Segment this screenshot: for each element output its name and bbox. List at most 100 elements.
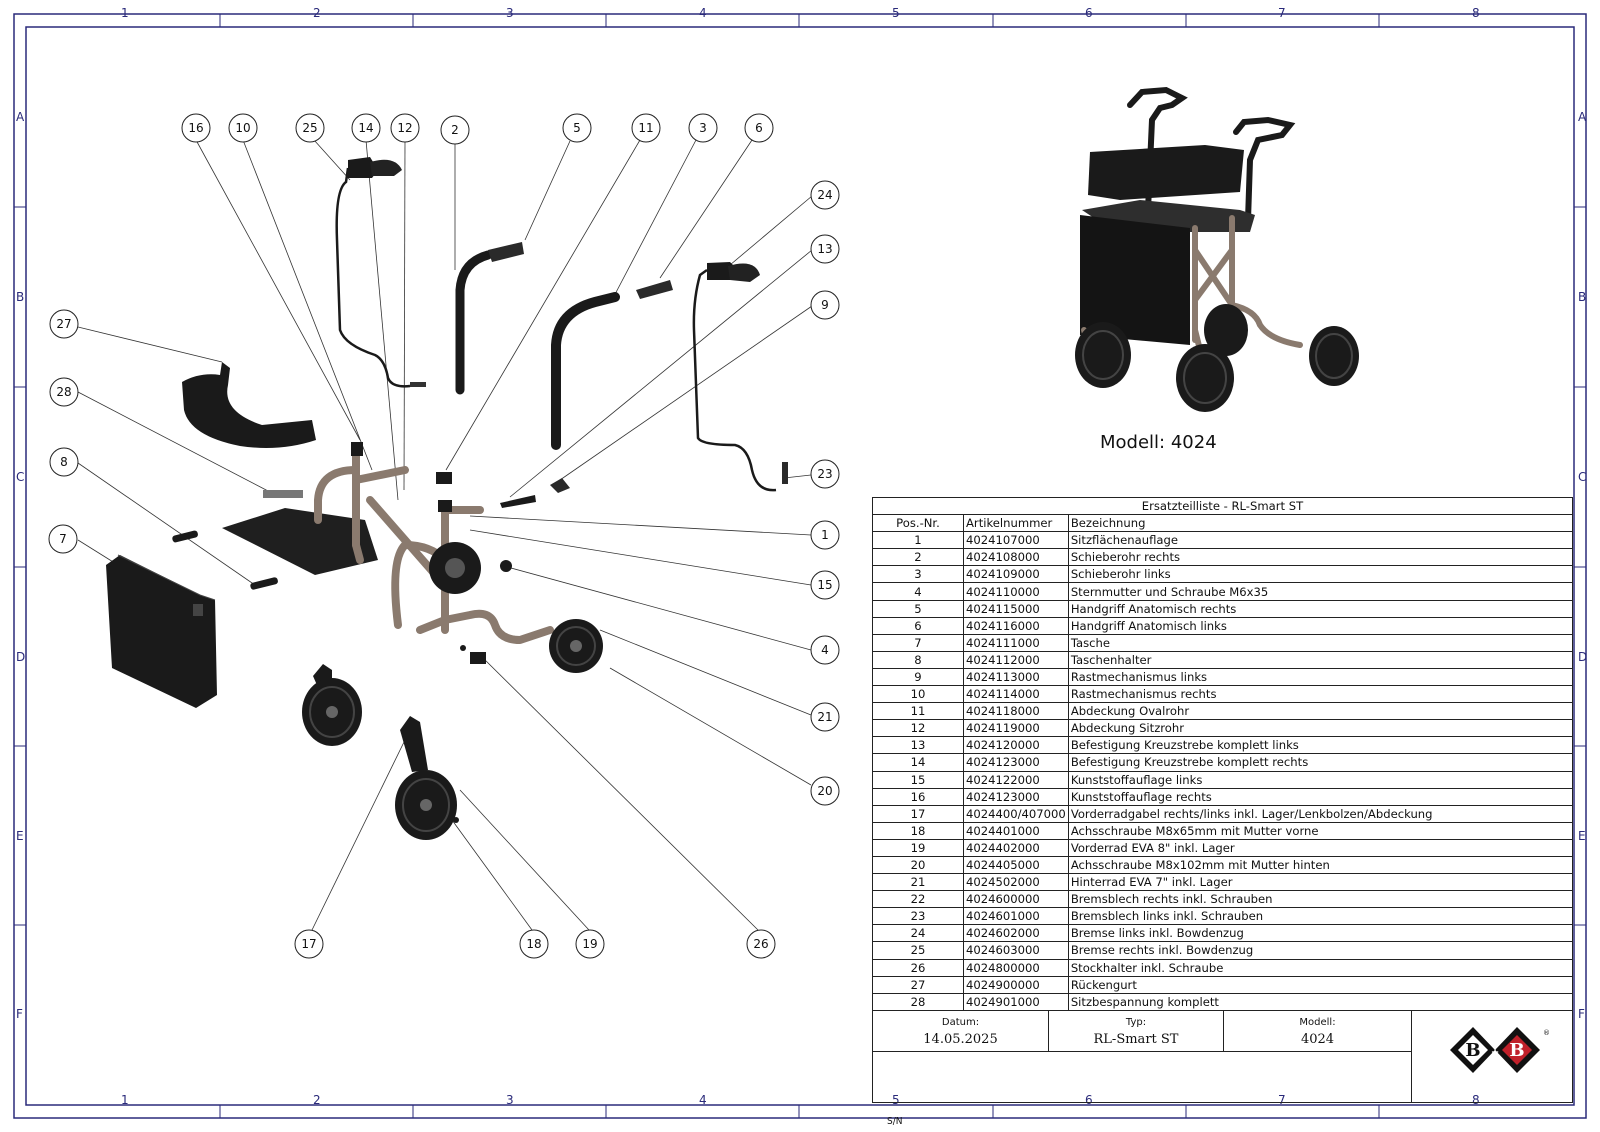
- artikelnummer-cell: 4024107000: [963, 531, 1069, 550]
- artikelnummer-cell: 4024901000: [963, 992, 1069, 1011]
- bezeichnung-cell: Befestigung Kreuzstrebe komplett rechts: [1067, 753, 1574, 772]
- datum-value: 14.05.2025: [923, 1032, 998, 1047]
- bezeichnung-cell: Abdeckung Sitzrohr: [1067, 719, 1574, 738]
- pos-cell: 7: [872, 633, 964, 652]
- sn-label: S/N: [887, 1116, 903, 1127]
- zone-row-label: D: [16, 650, 26, 664]
- bezeichnung-cell: Schieberohr rechts: [1067, 548, 1574, 567]
- bezeichnung-cell: Bremse links inkl. Bowdenzug: [1067, 924, 1574, 943]
- pos-cell: 8: [872, 650, 964, 669]
- svg-text:16: 16: [188, 121, 203, 135]
- bezeichnung-cell: Sternmutter und Schraube M6x35: [1067, 582, 1574, 601]
- callout-24: 24: [810, 180, 840, 210]
- sn-cell: S/N: [873, 1052, 1412, 1127]
- artikelnummer-cell: 4024602000: [963, 924, 1069, 943]
- zone-column-label: 6: [1085, 1093, 1093, 1107]
- artikelnummer-cell: 4024400/407000: [963, 804, 1069, 823]
- callout-17: 17: [294, 929, 324, 959]
- pos-cell: 18: [872, 821, 964, 840]
- zone-column-label: 7: [1278, 1093, 1286, 1107]
- pos-cell: 16: [872, 787, 964, 806]
- bezeichnung-cell: Kunststoffauflage links: [1067, 770, 1574, 789]
- svg-text:5: 5: [573, 121, 581, 135]
- header-pos: Pos.-Nr.: [872, 514, 964, 533]
- callout-16: 16: [181, 113, 211, 143]
- pos-cell: 4: [872, 582, 964, 601]
- datum-label: Datum:: [941, 1017, 980, 1028]
- bezeichnung-cell: Handgriff Anatomisch links: [1067, 616, 1574, 635]
- zone-row-label: E: [16, 829, 24, 843]
- artikelnummer-cell: 4024900000: [963, 975, 1069, 994]
- model-caption: Modell: 4024: [1100, 432, 1217, 453]
- bb-logo: B B + ®: [1450, 1027, 1550, 1073]
- svg-text:20: 20: [817, 784, 832, 798]
- svg-text:8: 8: [60, 455, 68, 469]
- callout-1: 1: [810, 520, 840, 550]
- zone-column-label: 5: [892, 6, 900, 20]
- svg-text:B: B: [1465, 1040, 1480, 1061]
- bezeichnung-cell: Bremsblech rechts inkl. Schrauben: [1067, 890, 1574, 909]
- svg-text:26: 26: [753, 937, 768, 951]
- zone-column-label: 5: [892, 1093, 900, 1107]
- bezeichnung-cell: Rückengurt: [1067, 975, 1574, 994]
- typ-cell: Typ: RL-Smart ST: [1049, 1011, 1224, 1052]
- artikelnummer-cell: 4024109000: [963, 565, 1069, 584]
- bezeichnung-cell: Vorderradgabel rechts/links inkl. Lager/…: [1067, 804, 1574, 823]
- svg-text:+: +: [1491, 1047, 1499, 1058]
- artikelnummer-cell: 4024116000: [963, 616, 1069, 635]
- bezeichnung-cell: Schieberohr links: [1067, 565, 1574, 584]
- callout-15: 15: [810, 570, 840, 600]
- svg-text:18: 18: [526, 937, 541, 951]
- pos-cell: 17: [872, 804, 964, 823]
- callout-18: 18: [519, 929, 549, 959]
- callout-19: 19: [575, 929, 605, 959]
- callout-5: 5: [562, 113, 592, 143]
- svg-text:19: 19: [582, 937, 597, 951]
- artikelnummer-cell: 4024401000: [963, 821, 1069, 840]
- callout-6: 6: [744, 113, 774, 143]
- zone-column-label: 3: [506, 6, 514, 20]
- artikelnummer-cell: 4024122000: [963, 770, 1069, 789]
- callout-8: 8: [49, 447, 79, 477]
- callout-12: 12: [390, 113, 420, 143]
- artikelnummer-cell: 4024800000: [963, 958, 1069, 977]
- typ-label: Typ:: [1125, 1017, 1147, 1028]
- bezeichnung-cell: Befestigung Kreuzstrebe komplett links: [1067, 736, 1574, 755]
- zone-row-label: A: [16, 110, 25, 124]
- zone-row-label: C: [16, 470, 25, 484]
- pos-cell: 27: [872, 975, 964, 994]
- pos-cell: 11: [872, 702, 964, 721]
- bezeichnung-cell: Abdeckung Ovalrohr: [1067, 702, 1574, 721]
- bezeichnung-cell: Bremse rechts inkl. Bowdenzug: [1067, 941, 1574, 960]
- zone-column-label: 1: [121, 6, 129, 20]
- pos-cell: 24: [872, 924, 964, 943]
- artikelnummer-cell: 4024402000: [963, 838, 1069, 857]
- bezeichnung-cell: Achsschraube M8x102mm mit Mutter hinten: [1067, 855, 1574, 875]
- callout-13: 13: [810, 234, 840, 264]
- callout-27: 27: [49, 309, 79, 339]
- zone-column-label: 7: [1278, 6, 1286, 20]
- zone-column-label: 1: [121, 1093, 129, 1107]
- zone-row-label: B: [1578, 290, 1587, 304]
- callout-3: 3: [688, 113, 718, 143]
- svg-text:2: 2: [451, 123, 459, 137]
- bezeichnung-cell: Sitzflächenauflage: [1067, 531, 1574, 550]
- svg-text:6: 6: [755, 121, 763, 135]
- zone-column-label: 4: [699, 1093, 707, 1107]
- artikelnummer-cell: 4024123000: [963, 753, 1069, 772]
- bezeichnung-cell: Stockhalter inkl. Schraube: [1067, 958, 1574, 977]
- svg-text:17: 17: [301, 937, 316, 951]
- pos-cell: 1: [872, 531, 964, 550]
- artikelnummer-cell: 4024111000: [963, 633, 1069, 652]
